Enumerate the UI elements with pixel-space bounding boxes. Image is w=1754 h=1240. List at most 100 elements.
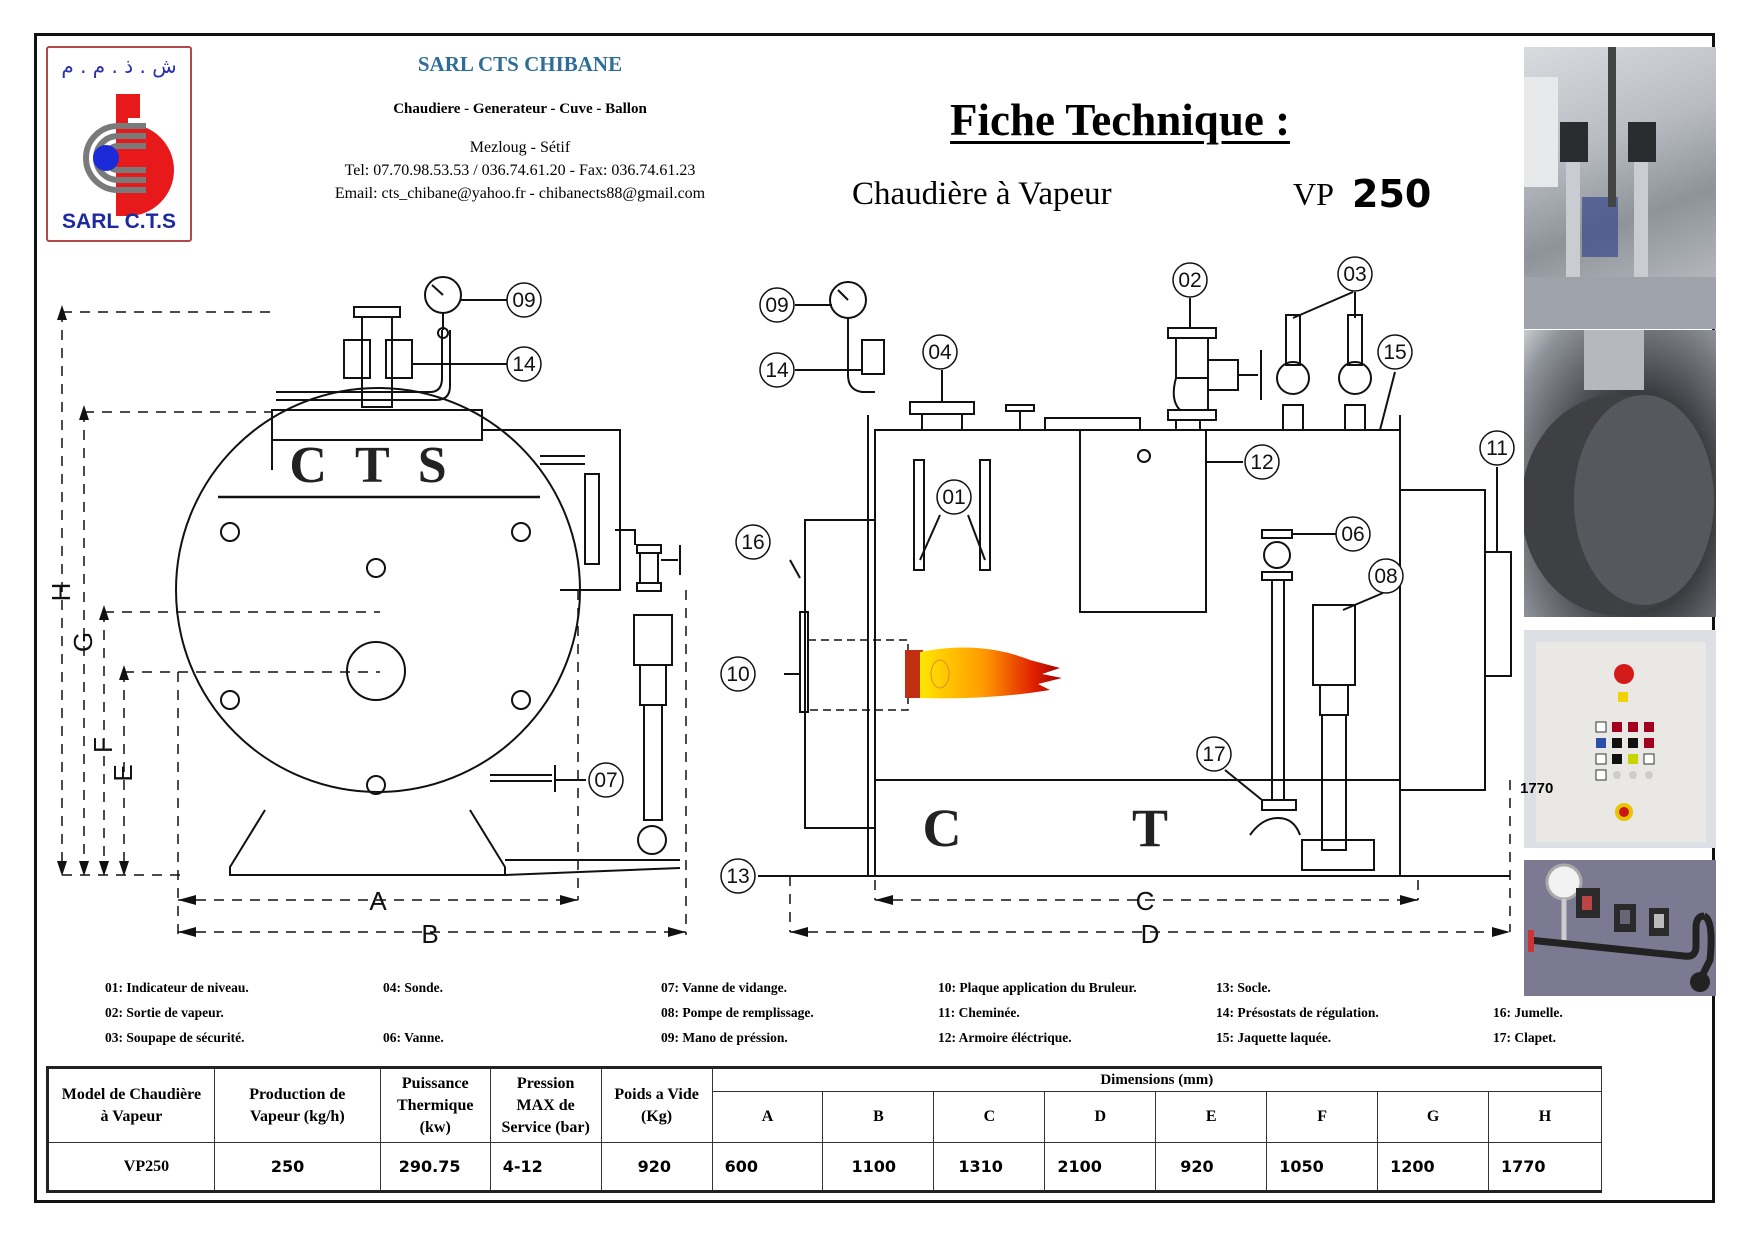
table-row: VP250 250 290.75 4-12 920 600 1100 1310 … <box>47 1142 1602 1192</box>
logo-brand-text: SARL C.T.S <box>62 210 176 233</box>
callout-08: 08 <box>1368 558 1404 594</box>
base-letter-c: C <box>923 798 962 858</box>
svg-text:16: 16 <box>741 531 764 554</box>
legend-item <box>1493 975 1563 1000</box>
callout-14-front: 14 <box>506 346 542 382</box>
base-letter-t: T <box>1132 798 1168 858</box>
burner-flame-icon <box>905 647 1062 699</box>
cell-dim-d: 2100 <box>1044 1142 1157 1192</box>
technical-drawing: 09 14 07 09 14 04 02 03 15 12 01 16 06 0… <box>46 256 1515 949</box>
callout-09-side: 09 <box>759 287 795 323</box>
cell-dim-e: 920 <box>1155 1142 1268 1192</box>
cell-weight: 920 <box>600 1142 713 1192</box>
svg-text:01: 01 <box>942 486 965 509</box>
legend-col-3: 07: Vanne de vidange. 08: Pompe de rempl… <box>661 975 814 1050</box>
callout-17: 17 <box>1196 736 1232 772</box>
burner-photo <box>1524 330 1716 617</box>
header-dim-a: A <box>711 1091 824 1143</box>
header-dim-f: F <box>1266 1091 1379 1143</box>
svg-text:15: 15 <box>1383 341 1406 364</box>
header-model: Model de Chaudière à Vapeur <box>47 1067 215 1143</box>
header-dimensions: Dimensions (mm) <box>711 1067 1603 1092</box>
header-text: Puissance <box>401 1074 469 1092</box>
model-prefix: VP <box>1293 176 1334 212</box>
document-subtitle: Chaudière à Vapeur <box>852 176 1112 212</box>
legend-item: 06: Vanne. <box>383 1030 444 1045</box>
callout-09-front: 09 <box>506 282 542 318</box>
svg-text:17: 17 <box>1202 743 1225 766</box>
pressure-switch-assembly-photo <box>1524 860 1716 996</box>
cell-dim-g: 1200 <box>1377 1142 1490 1192</box>
header-dim-d: D <box>1044 1091 1157 1143</box>
callout-06: 06 <box>1335 516 1371 552</box>
model-number: 250 <box>1352 172 1432 216</box>
header-text: Vapeur (kg/h) <box>249 1107 345 1125</box>
callout-10: 10 <box>720 656 756 692</box>
svg-text:08: 08 <box>1374 565 1397 588</box>
callout-15: 15 <box>1377 334 1413 370</box>
svg-text:14: 14 <box>765 359 789 382</box>
callout-07: 07 <box>588 762 624 798</box>
svg-text:10: 10 <box>726 663 749 686</box>
header-weight: Poids a Vide (Kg) <box>600 1067 713 1143</box>
header-text: Service (bar) <box>501 1118 590 1136</box>
header-dim-c: C <box>933 1091 1046 1143</box>
svg-text:02: 02 <box>1178 269 1201 292</box>
legend-item: 16: Jumelle. <box>1493 1005 1563 1020</box>
header-production: Production de Vapeur (kg/h) <box>213 1067 381 1143</box>
header-pressure: Pression MAX de Service (bar) <box>489 1067 602 1143</box>
legend-item: 10: Plaque application du Bruleur. <box>938 980 1137 995</box>
header-dim-e: E <box>1155 1091 1268 1143</box>
cell-model: VP250 <box>47 1142 215 1192</box>
svg-text:09: 09 <box>765 294 788 317</box>
dim-label-b: B <box>421 919 438 949</box>
header-dim-b: B <box>822 1091 935 1143</box>
callout-04: 04 <box>922 334 958 370</box>
pump-station-photo <box>1524 47 1716 329</box>
company-phone: Tel: 07.70.98.53.53 / 036.74.61.20 - Fax… <box>344 162 696 179</box>
callout-03: 03 <box>1337 256 1373 292</box>
legend-item: 03: Soupape de sécurité. <box>105 1030 245 1045</box>
header-text: Thermique <box>397 1096 474 1114</box>
header-text: MAX de <box>516 1096 575 1114</box>
logo-mark-icon <box>83 94 174 216</box>
legend-item: 01: Indicateur de niveau. <box>105 980 249 995</box>
header-text: Pression <box>516 1074 575 1092</box>
cell-pressure: 4-12 <box>489 1142 602 1192</box>
legend-item: 17: Clapet. <box>1493 1030 1556 1045</box>
header-dim-h: H <box>1488 1091 1602 1143</box>
shell-cts-text: C T S <box>289 437 454 494</box>
callout-12: 12 <box>1244 444 1280 480</box>
callout-14-side: 14 <box>759 352 795 388</box>
cell-dim-h: 1770 <box>1488 1142 1602 1192</box>
dim-label-g: G <box>68 632 98 652</box>
spec-table: Model de Chaudière à Vapeur Production d… <box>46 1066 1603 1193</box>
cell-dim-b: 1100 <box>822 1142 935 1192</box>
legend-item: 14: Présostats de régulation. <box>1216 1005 1379 1020</box>
dim-label-f: F <box>88 737 118 753</box>
cell-dim-c: 1310 <box>933 1142 1046 1192</box>
company-name: SARL CTS CHIBANE <box>417 52 623 76</box>
dim-label-h: H <box>46 583 76 602</box>
legend-col-5: 13: Socle. 14: Présostats de régulation.… <box>1216 975 1379 1050</box>
page-border <box>34 33 1715 1203</box>
company-location: Mezloug - Sétif <box>469 139 571 156</box>
svg-text:14: 14 <box>512 353 536 376</box>
dim-label-a: A <box>369 886 387 916</box>
logo-arabic-text: ش . ذ . م . م <box>61 54 177 78</box>
legend-item: 07: Vanne de vidange. <box>661 980 788 995</box>
control-panel-photo <box>1524 630 1716 848</box>
header-text: Production de <box>249 1085 346 1103</box>
legend-item: 15: Jaquette laquée. <box>1216 1030 1332 1045</box>
legend-item: 09: Mano de préssion. <box>661 1030 788 1045</box>
legend-col-2: 04: Sonde. 06: Vanne. <box>383 975 444 1050</box>
header-text: à Vapeur <box>100 1107 163 1125</box>
legend-item: 04: Sonde. <box>383 980 444 995</box>
company-logo: ش . ذ . م . م SARL C.T.S <box>46 46 192 242</box>
callout-13: 13 <box>720 858 756 894</box>
svg-text:03: 03 <box>1343 263 1366 286</box>
cell-dim-f: 1050 <box>1266 1142 1379 1192</box>
company-header: SARL CTS CHIBANE Chaudiere - Generateur … <box>240 52 800 205</box>
photo-overlay-value: 1770 <box>1520 780 1554 797</box>
legend-item <box>383 1000 444 1025</box>
